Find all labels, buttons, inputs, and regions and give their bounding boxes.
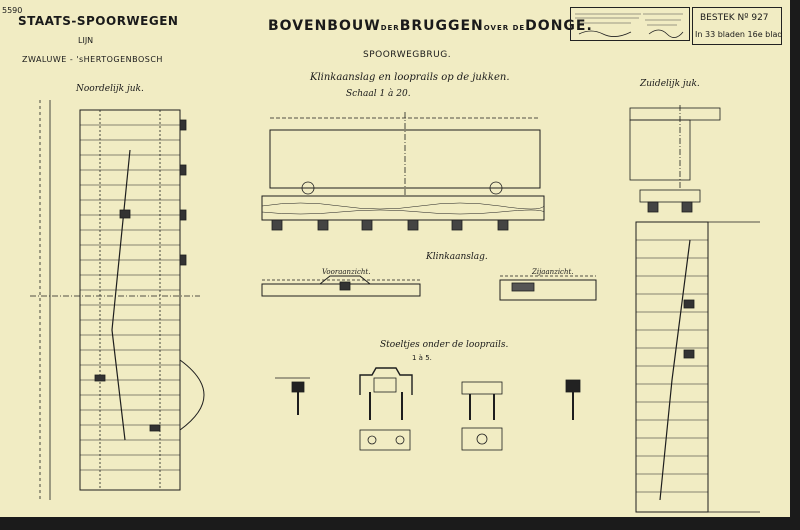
bestek-number: BESTEK Nº 927 <box>700 13 769 23</box>
subtitle: SPOORWEGBRUG. <box>363 50 452 60</box>
sheet-number: 5590 <box>2 6 23 15</box>
side-view-label: Zijaanzicht. <box>532 268 574 276</box>
technical-drawing <box>30 100 760 513</box>
approval-stamp <box>575 13 684 38</box>
front-view-label: Vooraanzicht. <box>322 268 371 276</box>
description: Klinkaanslag en looprails op de jukken. <box>310 72 510 83</box>
chairs-scale: 1 à 5. <box>412 354 432 362</box>
drawing-sheet: 5590 STAATS-SPOORWEGEN LIJN ZWALUWE - 's… <box>0 0 790 517</box>
line-label: LIJN <box>78 36 94 45</box>
scale-label: Schaal 1 à 20. <box>346 89 411 99</box>
main-title: BOVENBOUWDERBRUGGENOVER DEDONGE. <box>268 18 593 34</box>
route-label: ZWALUWE - 'sHERTOGENBOSCH <box>22 55 163 64</box>
north-yoke-plan <box>30 100 205 500</box>
clinker-title: Klinkaanslag. <box>426 252 488 262</box>
chairs-drawings <box>275 367 581 451</box>
bridge-elevation <box>261 112 545 231</box>
south-yoke-drawings <box>629 105 760 513</box>
railway-name: STAATS-SPOORWEGEN <box>18 14 179 28</box>
clinker-front-view <box>261 275 421 297</box>
bestek-box <box>692 7 782 45</box>
sheet-count: In 33 bladen 16e blad <box>695 30 783 39</box>
south-yoke-title: Zuidelijk juk. <box>640 79 700 89</box>
chairs-title: Stoeltjes onder de looprails. <box>380 340 509 350</box>
north-yoke-title: Noordelijk juk. <box>76 84 144 94</box>
clinker-side-view <box>499 275 597 301</box>
approval-stamp-box <box>570 7 690 41</box>
